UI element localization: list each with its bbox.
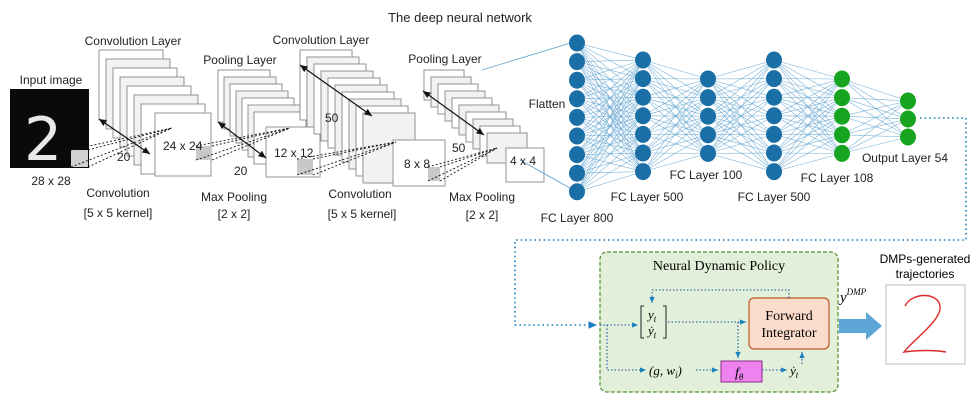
fc4-neuron: [766, 125, 782, 143]
fc2-neuron: [635, 163, 651, 181]
fc4-neuron: [766, 51, 782, 69]
input-image: 2: [10, 89, 89, 175]
pool2-op: Max Pooling: [449, 190, 515, 204]
fc3-neuron: [700, 144, 716, 162]
fc5-neuron: [834, 89, 850, 107]
conv1-depth: 20: [117, 150, 131, 164]
fc1-neuron: [569, 146, 585, 164]
fc2-neuron: [635, 70, 651, 88]
output-flow-path: [514, 117, 967, 329]
fc2-neuron: [635, 107, 651, 125]
pool1-kernel: [2 x 2]: [218, 207, 251, 221]
fc-connections: [576, 42, 909, 193]
pool2-size: 4 x 4: [510, 154, 536, 168]
fc4-label: FC Layer 500: [738, 190, 811, 204]
svg-text:ẏt: ẏt: [646, 323, 657, 340]
conv1-stack: [98, 49, 212, 177]
network-title: The deep neural network: [388, 10, 532, 25]
pool2-depth: 50: [452, 141, 466, 155]
f-theta-network: [720, 360, 763, 383]
fc4-neuron: [766, 144, 782, 162]
fc5-label: FC Layer 108: [801, 171, 874, 185]
fc1-neuron: [569, 127, 585, 145]
depth-arrows: [98, 64, 485, 159]
output-neuron: [900, 128, 916, 146]
dmp-output-label: yDMP: [838, 287, 867, 306]
conv2-op: Convolution: [328, 187, 391, 201]
fc1-neuron: [569, 108, 585, 126]
conv2-depth: 50: [325, 111, 339, 125]
integrator-line2: Integrator: [761, 326, 817, 341]
result-title-1: DMPs-generated: [880, 252, 971, 266]
fc1-neuron: [569, 164, 585, 182]
state-vector: yt ẏt: [640, 305, 667, 340]
conv1-op: Convolution: [86, 186, 149, 200]
svg-text:fθ: fθ: [735, 366, 744, 382]
output-layer-label: Output Layer 54: [862, 151, 948, 165]
output-neuron: [900, 92, 916, 110]
conv1-kernel: [5 x 5 kernel]: [84, 206, 153, 220]
policy-flow-arrows: [600, 289, 805, 373]
pool2-kernel: [2 x 2]: [466, 208, 499, 222]
pool1-layer-label: Pooling Layer: [203, 53, 276, 67]
fc4-neuron: [766, 70, 782, 88]
output-neuron: [900, 110, 916, 128]
fc2-neuron: [635, 88, 651, 106]
conv1-layer-label: Convolution Layer: [85, 34, 182, 48]
fc5-neuron: [834, 70, 850, 88]
flatten-label: Flatten: [529, 97, 566, 111]
result-title-2: trajectories: [896, 267, 955, 281]
fc3-neuron: [700, 89, 716, 107]
fc1-neuron: [569, 90, 585, 108]
integrator-line1: Forward: [765, 309, 812, 324]
fc5-neuron: [834, 126, 850, 144]
fc3-label: FC Layer 100: [670, 168, 743, 182]
dmp-params: (g, wi): [649, 363, 682, 380]
policy-title: Neural Dynamic Policy: [653, 259, 785, 274]
output-arrow: [839, 312, 882, 340]
conv2-size: 8 x 8: [404, 157, 430, 171]
flatten-connections: [481, 40, 578, 193]
input-digit: 2: [24, 105, 62, 175]
svg-text:yt: yt: [646, 307, 657, 324]
fc3-neuron: [700, 70, 716, 88]
neural-dynamic-policy: Neural Dynamic Policy yt ẏt Forward Inte…: [599, 251, 839, 393]
input-label: Input image: [20, 73, 83, 87]
fc4-neuron: [766, 88, 782, 106]
fc1-label: FC Layer 800: [541, 211, 614, 225]
pool1-size: 12 x 12: [274, 146, 314, 160]
pool2-layer-label: Pooling Layer: [408, 52, 481, 66]
fc5-neuron: [834, 107, 850, 125]
conv2-kernel: [5 x 5 kernel]: [328, 207, 397, 221]
fc2-neuron: [635, 125, 651, 143]
fc3-neuron: [700, 107, 716, 125]
fc1-neuron: [569, 53, 585, 71]
fc1-neuron: [569, 34, 585, 52]
dmp-trajectory: [885, 284, 966, 365]
conv2-layer-label: Convolution Layer: [273, 33, 370, 47]
fc5-neuron: [834, 144, 850, 162]
input-size: 28 x 28: [31, 174, 71, 188]
fc1-neuron: [569, 183, 585, 201]
fc4-neuron: [766, 107, 782, 125]
fc4-neuron: [766, 163, 782, 181]
pool1-op: Max Pooling: [201, 190, 267, 204]
conv1-size: 24 x 24: [163, 139, 203, 153]
fc2-neuron: [635, 144, 651, 162]
fc2-neuron: [635, 51, 651, 69]
fc2-label: FC Layer 500: [611, 190, 684, 204]
pool1-depth: 20: [234, 164, 248, 178]
fc1-neuron: [569, 71, 585, 89]
acceleration-label: ẏt: [788, 363, 799, 380]
fc3-neuron: [700, 126, 716, 144]
